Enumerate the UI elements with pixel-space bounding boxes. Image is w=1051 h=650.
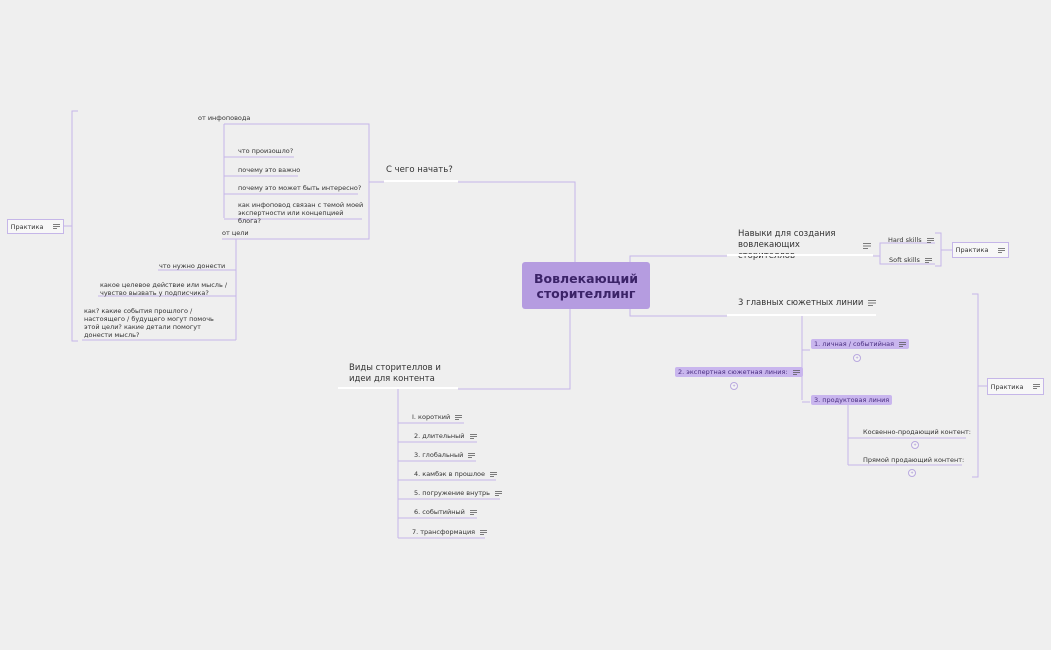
branch-plots-title[interactable]: 3 главных сюжетных линии: [738, 298, 877, 309]
note-icon[interactable]: [53, 224, 61, 229]
node-type-event[interactable]: 6. событийный: [414, 508, 477, 516]
practice-box-plots[interactable]: Практика: [987, 378, 1044, 395]
node-target-action[interactable]: какое целевое действие или мысль / чувст…: [100, 281, 228, 297]
note-icon[interactable]: [899, 341, 907, 347]
branch-underline: [384, 180, 458, 182]
collapse-badge[interactable]: +: [853, 354, 861, 362]
node-type-short[interactable]: I. короткий: [412, 413, 463, 421]
collapse-badge[interactable]: +: [730, 382, 738, 390]
node-type-transformation[interactable]: 7. трансформация: [412, 528, 488, 536]
node-how-linked[interactable]: как инфоповод связан с темой моей экспер…: [238, 201, 364, 225]
note-icon[interactable]: [863, 242, 871, 249]
node-what-to-convey[interactable]: что нужно донести: [159, 262, 226, 270]
practice-label: Практика: [990, 382, 1024, 391]
node-type-comeback[interactable]: 4. камбэк в прошлое: [414, 470, 497, 478]
node-what-happened[interactable]: что произошло?: [238, 147, 294, 155]
node-type-global[interactable]: 3. глобальный: [414, 451, 476, 459]
practice-box-skills[interactable]: Практика: [952, 242, 1009, 258]
node-plot-personal[interactable]: 1. личная / событийная: [811, 339, 910, 349]
node-hard-skills[interactable]: Hard skills: [888, 236, 934, 244]
note-icon[interactable]: [792, 369, 800, 375]
branch-underline: [338, 387, 458, 389]
node-why-interesting[interactable]: почему это может быть интересно?: [238, 184, 362, 192]
node-type-long[interactable]: 2. длительный: [414, 432, 477, 440]
node-from-news[interactable]: от инфоповода: [198, 114, 251, 122]
central-topic[interactable]: Вовлекающий сторителлинг: [522, 262, 650, 309]
note-icon[interactable]: [455, 414, 463, 420]
node-why-important[interactable]: почему это важно: [238, 166, 301, 174]
node-how-events[interactable]: как? какие события прошлого / настоящего…: [84, 307, 214, 339]
note-icon[interactable]: [468, 452, 476, 458]
branch-start-title[interactable]: С чего начать?: [386, 165, 453, 175]
node-indirect-selling[interactable]: Косвенно-продающий контент:: [863, 428, 971, 436]
practice-box-left[interactable]: Практика: [7, 219, 64, 234]
node-type-immersion[interactable]: 5. погружение внутрь: [414, 489, 502, 497]
note-icon[interactable]: [924, 257, 932, 263]
collapse-badge[interactable]: +: [908, 469, 916, 477]
practice-label: Практика: [955, 246, 989, 254]
node-plot-expert[interactable]: 2. экспертная сюжетная линия:: [675, 367, 803, 377]
note-icon[interactable]: [480, 529, 488, 535]
note-icon[interactable]: [489, 471, 497, 477]
collapse-badge[interactable]: +: [911, 441, 919, 449]
node-from-goal[interactable]: от цели: [222, 229, 249, 237]
note-icon[interactable]: [1033, 384, 1041, 389]
note-icon[interactable]: [494, 490, 502, 496]
note-icon[interactable]: [868, 299, 877, 306]
note-icon[interactable]: [469, 433, 477, 439]
branch-underline: [727, 314, 876, 316]
branch-skills-title[interactable]: Навыки для создания вовлекающих сторител…: [738, 229, 871, 262]
node-soft-skills[interactable]: Soft skills: [889, 256, 932, 264]
note-icon[interactable]: [926, 237, 934, 243]
practice-label: Практика: [10, 222, 44, 231]
note-icon[interactable]: [469, 509, 477, 515]
node-direct-selling[interactable]: Прямой продающий контент:: [863, 456, 965, 464]
branch-types-title[interactable]: Виды сторителлов и идеи для контента: [349, 363, 441, 384]
branch-underline: [727, 254, 873, 256]
node-plot-product[interactable]: 3. продуктовая линия: [811, 395, 893, 405]
note-icon[interactable]: [998, 247, 1006, 253]
